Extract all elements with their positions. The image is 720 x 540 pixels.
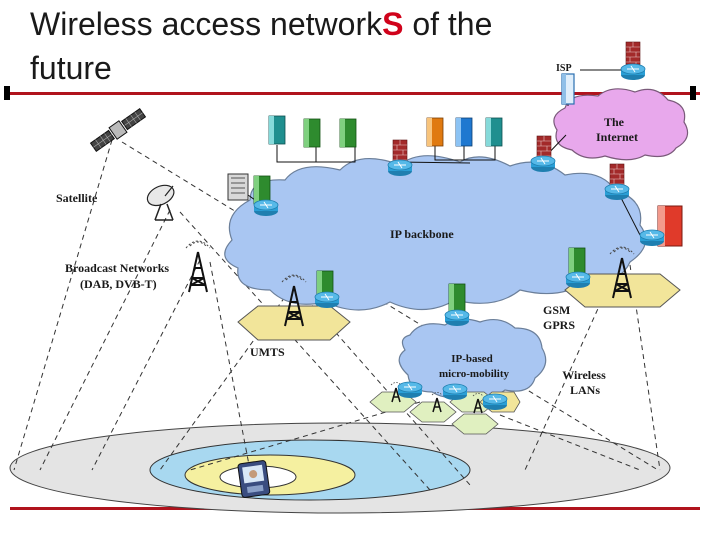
broadcast-tower-icon bbox=[185, 240, 211, 293]
satellite-label: Satellite bbox=[56, 191, 98, 205]
internet-label-line2: Internet bbox=[596, 130, 638, 144]
router-icon bbox=[314, 291, 340, 309]
micro-mobility-cloud bbox=[398, 318, 547, 399]
isp-server-icon bbox=[561, 73, 575, 105]
header-rule bbox=[10, 92, 700, 95]
router-icon bbox=[620, 63, 646, 81]
wlan-label-line2: LANs bbox=[570, 383, 600, 397]
router-icon bbox=[397, 381, 423, 399]
internet-cloud bbox=[553, 88, 689, 161]
router-icon bbox=[253, 199, 279, 217]
server-icon bbox=[303, 118, 321, 148]
title-accent-letter: S bbox=[382, 6, 404, 42]
router-icon bbox=[565, 271, 591, 289]
gsm-label-line2: GPRS bbox=[543, 318, 575, 332]
corner-mark-top-right bbox=[690, 86, 696, 100]
title-text-2: of the bbox=[403, 6, 493, 42]
title-text-1: Wireless access network bbox=[30, 6, 383, 42]
dish-icon bbox=[146, 184, 175, 221]
satellite-icon bbox=[89, 108, 147, 152]
router-icon bbox=[482, 393, 508, 411]
broadcast-server-icon bbox=[227, 173, 249, 201]
slide-title: Wireless access networkS of the future bbox=[30, 2, 590, 90]
ip-backbone-label: IP backbone bbox=[390, 227, 454, 241]
gsm-label-line1: GSM bbox=[543, 303, 570, 317]
corner-mark-top-left bbox=[4, 86, 10, 100]
server-icon bbox=[455, 117, 473, 147]
router-icon bbox=[387, 159, 413, 177]
server-icon bbox=[339, 118, 357, 148]
micro-mobility-label-line1: IP-based bbox=[451, 353, 493, 365]
broadcast-label-line1: Broadcast Networks bbox=[65, 261, 169, 275]
server-icon bbox=[485, 117, 503, 147]
router-icon bbox=[530, 155, 556, 173]
wlan-label-line1: Wireless bbox=[562, 368, 606, 382]
router-icon bbox=[639, 229, 665, 247]
router-icon bbox=[604, 183, 630, 201]
server-icon bbox=[448, 283, 466, 313]
server-icon bbox=[268, 115, 286, 145]
server-icon bbox=[426, 117, 444, 147]
internet-label-line1: The bbox=[604, 115, 625, 129]
coverage-area bbox=[9, 422, 671, 514]
router-icon bbox=[444, 309, 470, 327]
title-text-3: future bbox=[30, 50, 112, 86]
isp-label: ISP bbox=[556, 63, 572, 74]
micro-mobility-label-line2: micro-mobility bbox=[439, 368, 510, 380]
router-icon bbox=[442, 383, 468, 401]
broadcast-label-line2: (DAB, DVB-T) bbox=[80, 277, 157, 291]
mobile-device-icon bbox=[237, 460, 271, 498]
umts-label: UMTS bbox=[250, 345, 285, 359]
